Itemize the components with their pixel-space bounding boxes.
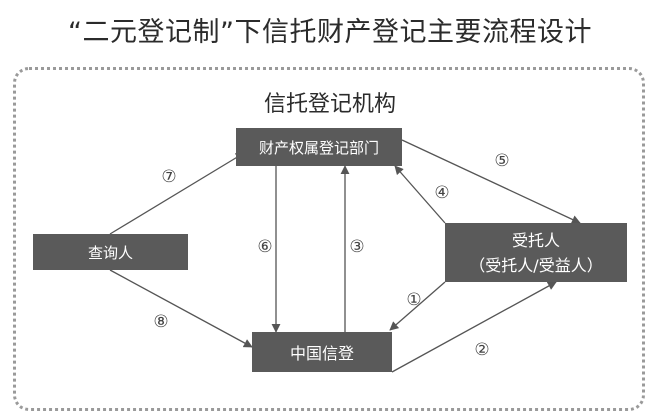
- step-4-label: ④: [434, 183, 450, 203]
- step-5-label: ⑤: [494, 151, 510, 171]
- page-title: “二元登记制”下信托财产登记主要流程设计: [68, 17, 592, 48]
- node-inquirer-label: 查询人: [87, 243, 133, 262]
- node-china-trust-registration-label: 中国信登: [289, 344, 354, 363]
- step-3-label: ③: [349, 237, 365, 257]
- step-2-label: ②: [474, 340, 490, 360]
- step-7-label: ⑦: [161, 167, 177, 187]
- arrow-7-inquirer-to-registry: [109, 152, 245, 235]
- node-trustee-label: 受托人: [511, 230, 560, 250]
- organization-frame: [13, 67, 645, 411]
- node-property-registry: 财产权属登记部门: [236, 128, 402, 166]
- node-trustee: 受托人 （受托人/受益人）: [445, 223, 627, 282]
- arrow-4-trustee-to-registry: [394, 165, 446, 224]
- arrow-8-inquirer-to-cts: [109, 269, 253, 348]
- step-8-label: ⑧: [153, 312, 169, 332]
- arrow-5-registry-to-trustee: [401, 139, 581, 224]
- node-property-registry-label: 财产权属登记部门: [258, 138, 379, 157]
- arrow-1-trustee-to-cts: [389, 281, 446, 331]
- node-inquirer: 查询人: [33, 234, 188, 270]
- arrow-2-cts-to-trustee: [391, 281, 557, 373]
- node-china-trust-registration: 中国信登: [252, 332, 392, 372]
- organization-label: 信托登记机构: [263, 92, 396, 117]
- step-6-label: ⑥: [257, 237, 273, 257]
- step-1-label: ①: [406, 290, 422, 310]
- node-trustee-sublabel: （受托人/受益人）: [469, 255, 603, 275]
